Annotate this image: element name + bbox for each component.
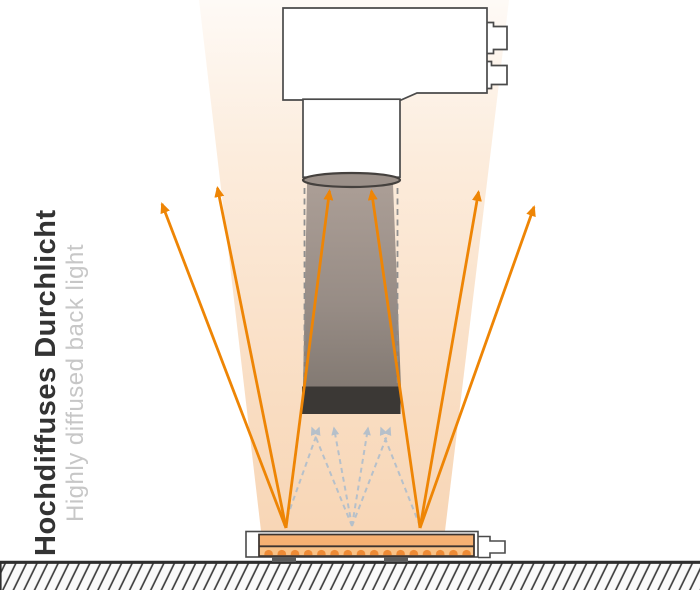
camera-connector-bottom (487, 60, 508, 90)
lens-glass (301, 171, 402, 189)
inspected-object-silhouette (302, 386, 401, 414)
title-german: Hochdiffuses Durchlicht (30, 209, 62, 556)
led-domes (260, 546, 473, 556)
backlight-foot-right (384, 557, 408, 562)
diffuse-ray-arrows (283, 426, 421, 527)
backlight-unit (245, 530, 506, 562)
backlight-connector (478, 535, 506, 559)
lens-projection-dashed-lines (303, 188, 399, 385)
backlight-foot-left (272, 557, 296, 562)
camera-connector-top (487, 21, 508, 55)
title-english: Highly diffused back light (62, 243, 89, 522)
ground-surface (0, 560, 700, 590)
camera-lens-barrel (302, 98, 401, 179)
camera-body (282, 7, 508, 179)
emitted-light-ray-arrows (160, 186, 536, 529)
